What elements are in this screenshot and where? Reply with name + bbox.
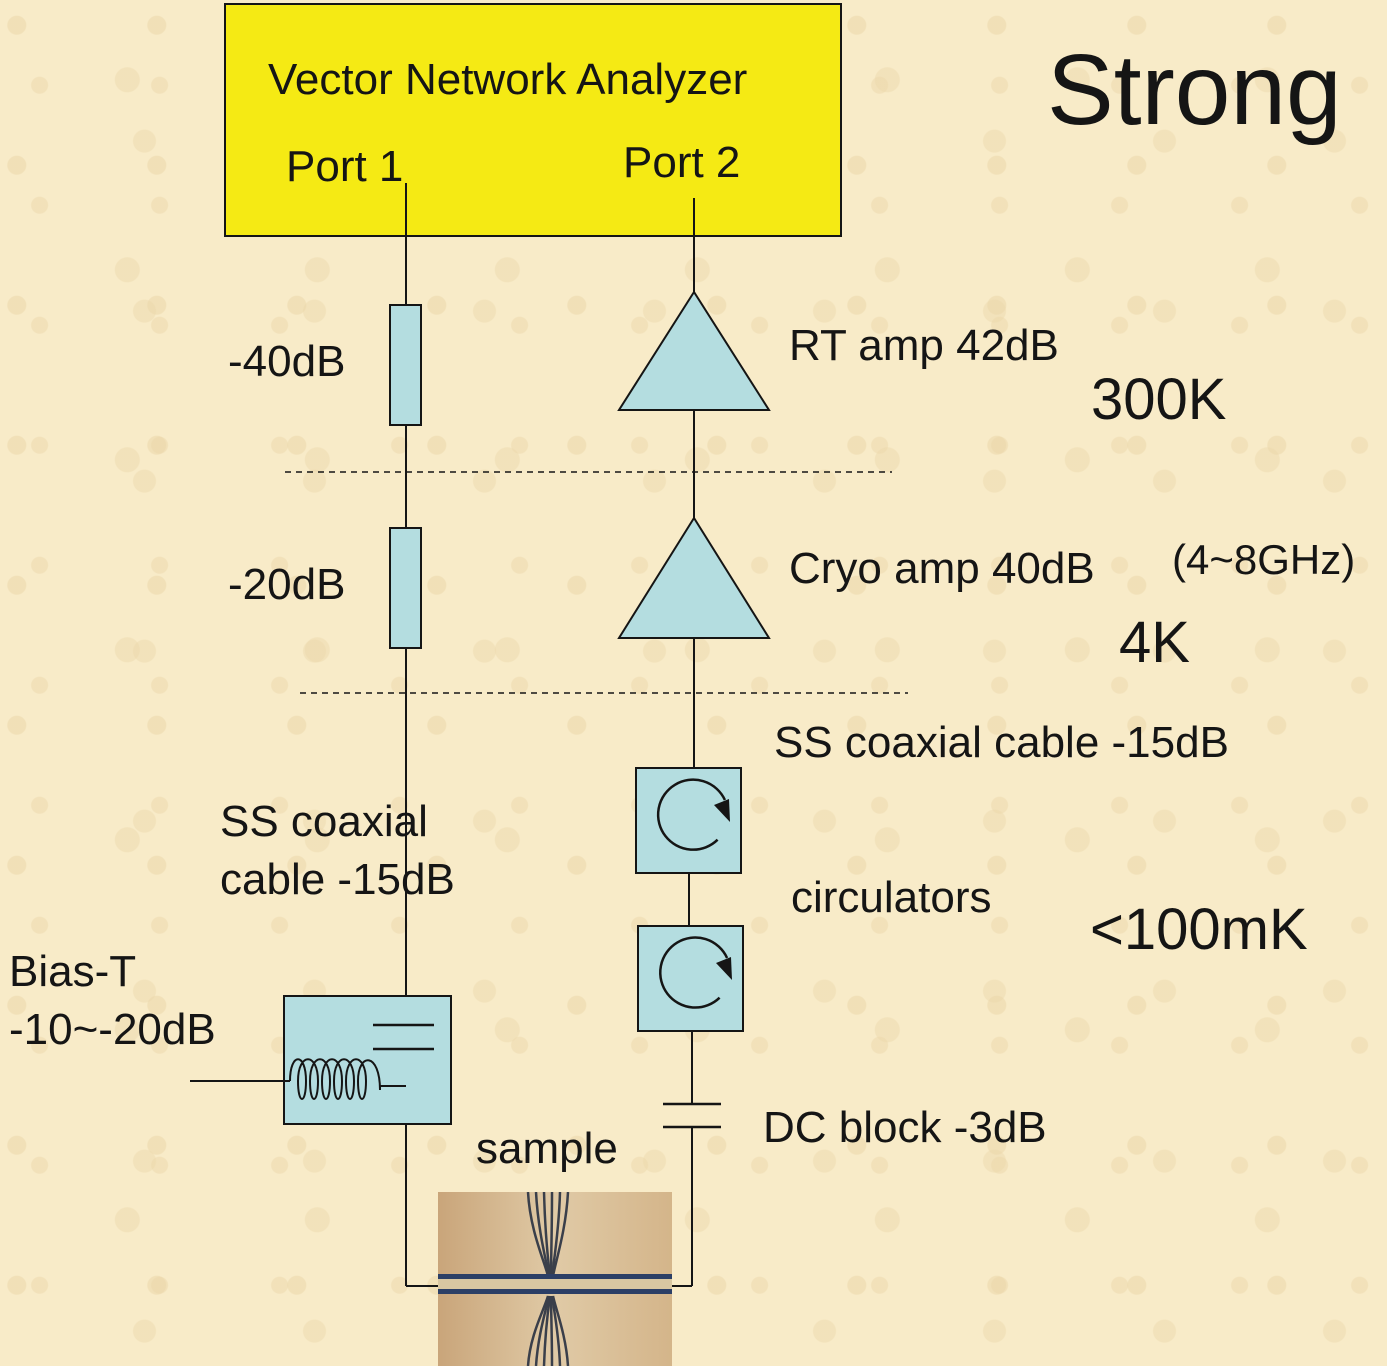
dc-block-label: DC block -3dB xyxy=(763,1103,1047,1152)
port-2-label[interactable]: Port 2 xyxy=(623,138,741,187)
page-title: Strong xyxy=(1047,34,1342,146)
temp-100mk-label: <100mK xyxy=(1090,897,1308,962)
vna-box xyxy=(224,3,842,237)
circulator-lower xyxy=(637,925,744,1032)
temp-300k-label: 300K xyxy=(1091,367,1227,432)
sample-label: sample xyxy=(476,1124,618,1173)
attenuator-20db xyxy=(389,527,422,649)
attenuator-40db-label: -40dB xyxy=(228,337,346,386)
port-1-label[interactable]: Port 1 xyxy=(286,142,404,191)
bias-t-label-line1: Bias-T xyxy=(9,947,137,996)
cryo-amplifier xyxy=(617,516,771,639)
bias-t-label: Bias-T -10~-20dB xyxy=(9,943,216,1059)
attenuator-40db xyxy=(389,304,422,426)
bias-t xyxy=(190,995,452,1125)
output-line-wire xyxy=(670,198,695,1287)
bias-t-label-line2: -10~-20dB xyxy=(9,1005,216,1054)
output-coax-label: SS coaxial cable -15dB xyxy=(774,718,1229,767)
vna-label: Vector Network Analyzer xyxy=(268,55,748,104)
rt-amp-label: RT amp 42dB xyxy=(789,321,1059,370)
rt-amplifier xyxy=(617,290,771,411)
circulator-upper xyxy=(635,767,742,874)
cryo-amp-band-label: (4~8GHz) xyxy=(1172,536,1356,583)
attenuator-20db-label: -20dB xyxy=(228,560,346,609)
cryo-amp-label: Cryo amp 40dB xyxy=(789,544,1095,593)
sample-micrograph xyxy=(438,1192,672,1366)
dc-block-capacitor xyxy=(663,1102,721,1129)
temp-4k-label: 4K xyxy=(1119,610,1190,675)
circulators-label: circulators xyxy=(791,873,992,922)
input-coax-label-line2: cable -15dB xyxy=(220,855,455,904)
input-coax-label: SS coaxial cable -15dB xyxy=(220,793,455,909)
input-coax-label-line1: SS coaxial xyxy=(220,797,428,846)
